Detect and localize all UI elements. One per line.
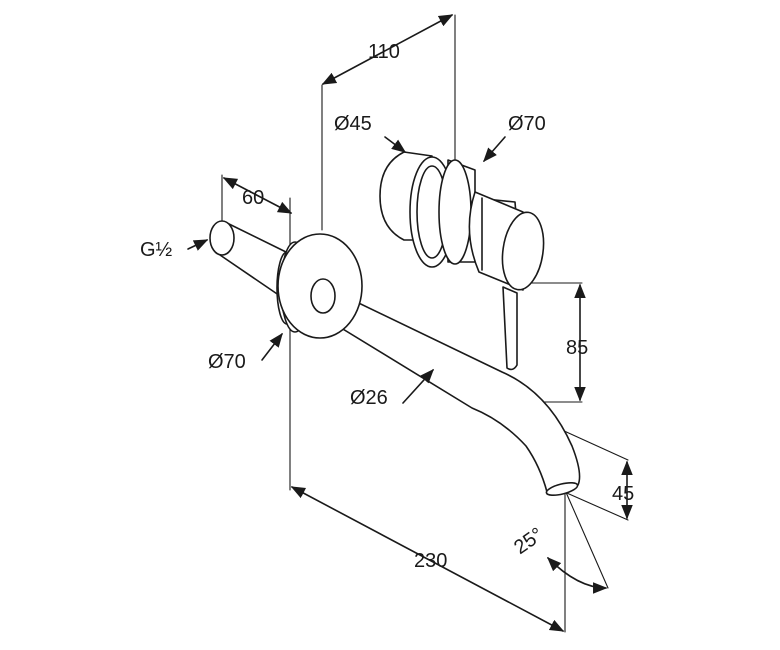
- dim-handle-diameter-label: Ø45: [334, 113, 372, 135]
- thread-label: G½: [140, 239, 173, 261]
- dim-60-label: 60: [242, 187, 264, 209]
- spout-rosette: [277, 233, 363, 339]
- dim-110-label: 110: [368, 41, 400, 63]
- leader-lines: [187, 136, 506, 404]
- mixer-body: [379, 151, 545, 371]
- dim-angle-label: 25°: [510, 524, 547, 559]
- dim-spout-diameter-label: Ø26: [350, 387, 388, 409]
- dimension-lines: [222, 14, 633, 632]
- dim-spout-rosette-label: Ø70: [208, 351, 246, 373]
- dim-230-label: 230: [414, 550, 447, 572]
- dim-85-label: 85: [566, 337, 588, 359]
- dim-45-label: 45: [612, 483, 634, 505]
- extension-lines: [221, 14, 629, 633]
- dim-mixer-rosette-label: Ø70: [508, 113, 546, 135]
